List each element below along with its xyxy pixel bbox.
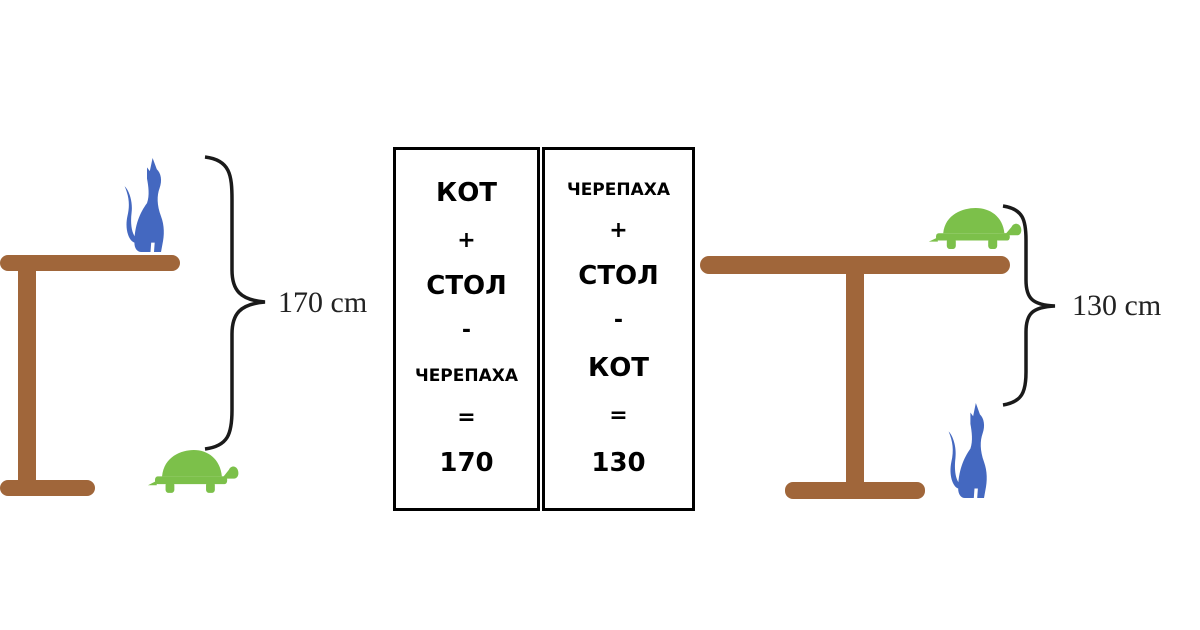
eq-left-term1: КОТ bbox=[435, 178, 498, 208]
right-table-top bbox=[700, 256, 1010, 274]
right-brace bbox=[1002, 204, 1056, 407]
right-table-base bbox=[785, 482, 925, 499]
eq-right-term3: КОТ bbox=[587, 353, 650, 383]
equation-box-right: ЧЕРЕПАХА + СТОЛ - КОТ = 130 bbox=[542, 147, 695, 511]
eq-right-term2: СТОЛ bbox=[578, 261, 659, 291]
equation-box-left: КОТ + СТОЛ - ЧЕРЕПАХА = 170 bbox=[393, 147, 540, 511]
right-table bbox=[700, 256, 1010, 499]
eq-left-equals: = bbox=[457, 405, 476, 430]
left-brace bbox=[204, 155, 266, 451]
eq-right-op1: + bbox=[609, 218, 628, 243]
left-table bbox=[0, 255, 180, 496]
eq-left-term3: ЧЕРЕПАХА bbox=[414, 366, 519, 386]
eq-left-result: 170 bbox=[439, 448, 494, 478]
eq-right-result: 130 bbox=[591, 448, 646, 478]
right-table-leg bbox=[846, 270, 864, 484]
eq-left-term2: СТОЛ bbox=[426, 271, 507, 301]
right-height-label: 130 cm bbox=[1072, 289, 1162, 322]
turtle-icon bbox=[147, 450, 239, 493]
cat-icon bbox=[124, 158, 164, 252]
turtle-icon bbox=[928, 208, 1022, 249]
left-table-leg bbox=[18, 268, 36, 482]
cat-icon bbox=[948, 403, 987, 498]
left-table-top bbox=[0, 255, 180, 271]
eq-left-op1: + bbox=[457, 228, 476, 253]
eq-right-equals: = bbox=[609, 403, 628, 428]
left-table-base bbox=[0, 480, 95, 496]
left-height-label: 170 cm bbox=[278, 286, 368, 319]
eq-right-term1: ЧЕРЕПАХА bbox=[566, 180, 671, 200]
eq-left-op2: - bbox=[461, 318, 472, 343]
eq-right-op2: - bbox=[613, 308, 624, 333]
